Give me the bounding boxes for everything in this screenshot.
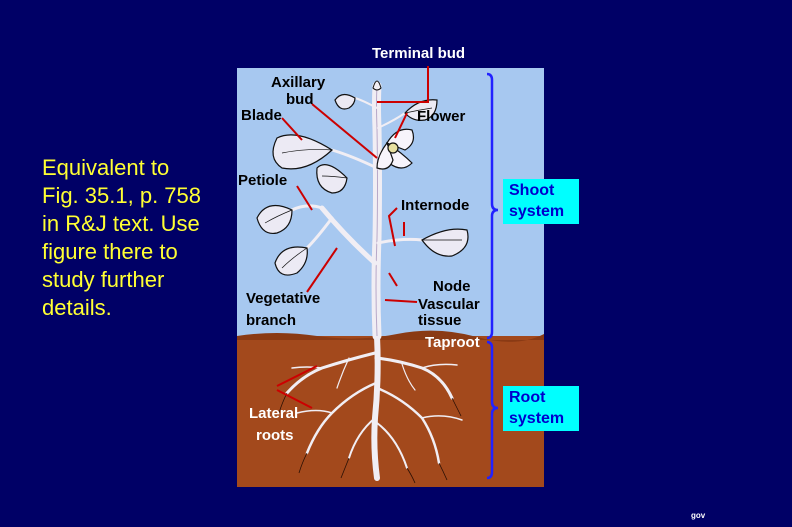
lateral-root — [296, 409, 333, 414]
petiole — [290, 204, 324, 212]
label-lateral-roots-line1: Lateral — [249, 405, 299, 422]
footer-text: gov — [691, 511, 706, 520]
vegetative-branch — [319, 205, 378, 266]
shoot-system-line: system — [509, 203, 565, 220]
root-system-line: Root — [509, 389, 546, 406]
petiole — [376, 237, 424, 245]
label-vascular-tissue-line2: tissue — [418, 312, 462, 329]
root-system — [285, 333, 463, 481]
caption-line: details. — [42, 295, 112, 320]
caption-line: figure there to — [42, 239, 178, 264]
lateral-root — [336, 357, 350, 389]
plant-illustration — [237, 68, 544, 487]
caption-line: study further — [42, 267, 165, 292]
label-vegetative-branch-line1: Vegetative — [246, 290, 321, 307]
leaf — [421, 228, 469, 257]
lateral-root — [421, 363, 458, 369]
label-internode: Internode — [401, 197, 470, 214]
leaf — [334, 93, 356, 110]
label-blade: Blade — [241, 107, 282, 124]
shoot-system-box: Shoot system — [503, 179, 579, 224]
caption-line: Equivalent to — [42, 155, 170, 180]
label-lateral-roots-line2: roots — [256, 427, 294, 444]
caption-line: Fig. 35.1, p. 758 — [42, 183, 201, 208]
caption-line: in R&J text. Use — [42, 211, 200, 236]
label-terminal-bud: Terminal bud — [372, 45, 466, 62]
leaf — [316, 164, 348, 194]
lateral-root — [401, 363, 416, 391]
label-axillary-bud-line1: Axillary — [271, 74, 326, 91]
petiole — [354, 97, 378, 109]
label-vascular-tissue-line1: Vascular — [418, 296, 480, 313]
lateral-root — [376, 422, 408, 469]
flower — [376, 128, 415, 170]
soil-surface — [237, 330, 544, 342]
root-system-line: system — [509, 410, 565, 427]
label-flower: Flower — [417, 108, 466, 125]
caption: Equivalent to Fig. 35.1, p. 758 in R&J t… — [42, 154, 242, 322]
label-petiole: Petiole — [238, 172, 288, 189]
leaf — [274, 246, 308, 276]
lateral-root — [421, 415, 463, 421]
lateral-root — [348, 417, 376, 459]
label-vegetative-branch-line2: branch — [246, 312, 297, 329]
leader-lines — [276, 103, 418, 409]
petiole — [305, 216, 334, 250]
petiole — [377, 112, 406, 129]
leaf-veins — [264, 107, 462, 269]
label-axillary-bud-line2: bud — [286, 91, 314, 108]
label-taproot: Taproot — [425, 334, 480, 351]
lateral-root — [291, 366, 323, 369]
shoot-system-line: Shoot — [509, 182, 555, 199]
petiole — [330, 148, 379, 170]
root-system-box: Root system — [503, 386, 579, 431]
leaf — [256, 204, 293, 235]
label-node: Node — [433, 278, 471, 295]
blade-leaf — [272, 134, 333, 170]
